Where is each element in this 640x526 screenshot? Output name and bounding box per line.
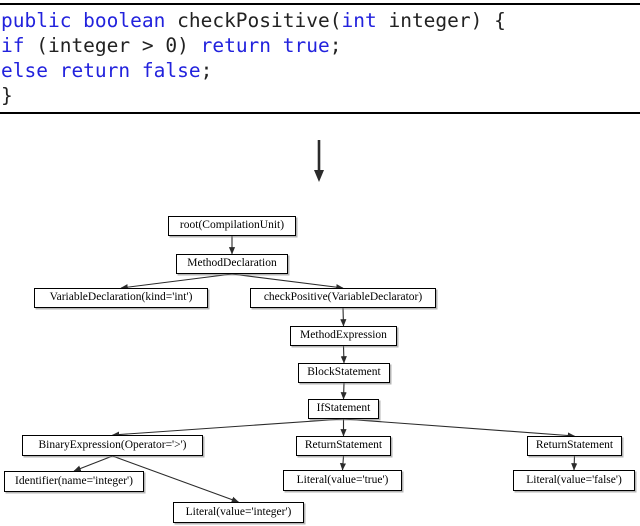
ast-node-literalint[interactable]: Literal(value='integer') [173,502,304,523]
ast-edge-checkpos-to-methodexpr [340,307,347,327]
ast-node-literalfalse[interactable]: Literal(value='false') [513,470,635,491]
ast-node-label: MethodExpression [300,329,387,342]
ast-edge-retstmt1-to-literaltrue [339,455,347,471]
ast-node-root[interactable]: root(CompilationUnit) [168,216,296,236]
ast-edge-methoddecl-to-vardecl [120,273,233,291]
ast-node-checkpos[interactable]: checkPositive(VariableDeclarator) [250,288,436,308]
ast-node-blockstmt[interactable]: BlockStatement [298,363,390,383]
ast-node-ifstmt[interactable]: IfStatement [308,399,379,419]
code-listing-panel: public boolean checkPositive(int integer… [0,0,640,114]
ast-edge-blockstmt-to-ifstmt [340,382,347,400]
ast-edge-methoddecl-to-checkpos [231,273,344,291]
ast-node-label: ReturnStatement [304,439,383,452]
code-plain-token: ; [200,59,213,82]
ast-node-literaltrue[interactable]: Literal(value='true') [283,470,402,491]
code-plain-token: integer) { [376,9,506,32]
ast-node-methodexpr[interactable]: MethodExpression [290,326,397,346]
downward-transform-arrow [314,140,324,182]
ast-node-label: VariableDeclaration(kind='int') [49,291,193,304]
ast-node-label: Literal(value='false') [526,473,622,486]
ast-edge-ifstmt-to-retstmt2 [343,418,575,439]
code-line-4: } [1,83,506,108]
ast-node-label: BlockStatement [307,366,381,379]
ast-node-retstmt1[interactable]: ReturnStatement [296,436,391,456]
code-keyword-token: if [1,34,25,57]
code-line-3: else return false; [1,58,506,83]
code-panel-top-rule [0,3,640,5]
code-plain-token: checkPositive( [177,9,342,32]
ast-node-label: Literal(value='integer') [185,505,292,518]
ast-edge-retstmt2-to-literalfalse [571,455,578,471]
ast-node-label: BinaryExpression(Operator='>') [38,438,187,451]
ast-node-label: Identifier(name='integer') [15,474,133,487]
ast-node-label: IfStatement [316,402,371,415]
code-keyword-token: else return false [1,59,201,82]
ast-edge-binexpr-to-identifier [73,455,113,472]
code-keyword-token: int [341,9,377,32]
code-panel-bottom-rule [0,112,640,114]
code-keyword-token: public boolean [1,9,178,32]
ast-edge-methodexpr-to-blockstmt [340,345,347,364]
ast-node-label: root(CompilationUnit) [179,219,285,232]
code-keyword-token: return true [200,34,330,57]
code-plain-token: } [1,84,13,107]
code-plain-token: ; [329,34,342,57]
ast-node-retstmt2[interactable]: ReturnStatement [527,436,622,456]
ast-node-identifier[interactable]: Identifier(name='integer') [4,471,144,492]
ast-node-methoddecl[interactable]: MethodDeclaration [176,254,288,274]
java-source-code: public boolean checkPositive(int integer… [1,8,506,108]
ast-node-label: checkPositive(VariableDeclarator) [263,291,423,304]
ast-edge-ifstmt-to-binexpr [112,418,344,438]
ast-node-label: Literal(value='true') [296,473,389,486]
code-line-2: if (integer > 0) return true; [1,33,506,58]
ast-node-binexpr[interactable]: BinaryExpression(Operator='>') [22,435,203,456]
ast-node-vardecl[interactable]: VariableDeclaration(kind='int') [34,288,208,308]
ast-node-label: MethodDeclaration [187,257,277,270]
ast-node-label: ReturnStatement [535,439,614,452]
code-plain-token: (integer > 0) [24,34,201,57]
code-line-1: public boolean checkPositive(int integer… [1,8,506,33]
